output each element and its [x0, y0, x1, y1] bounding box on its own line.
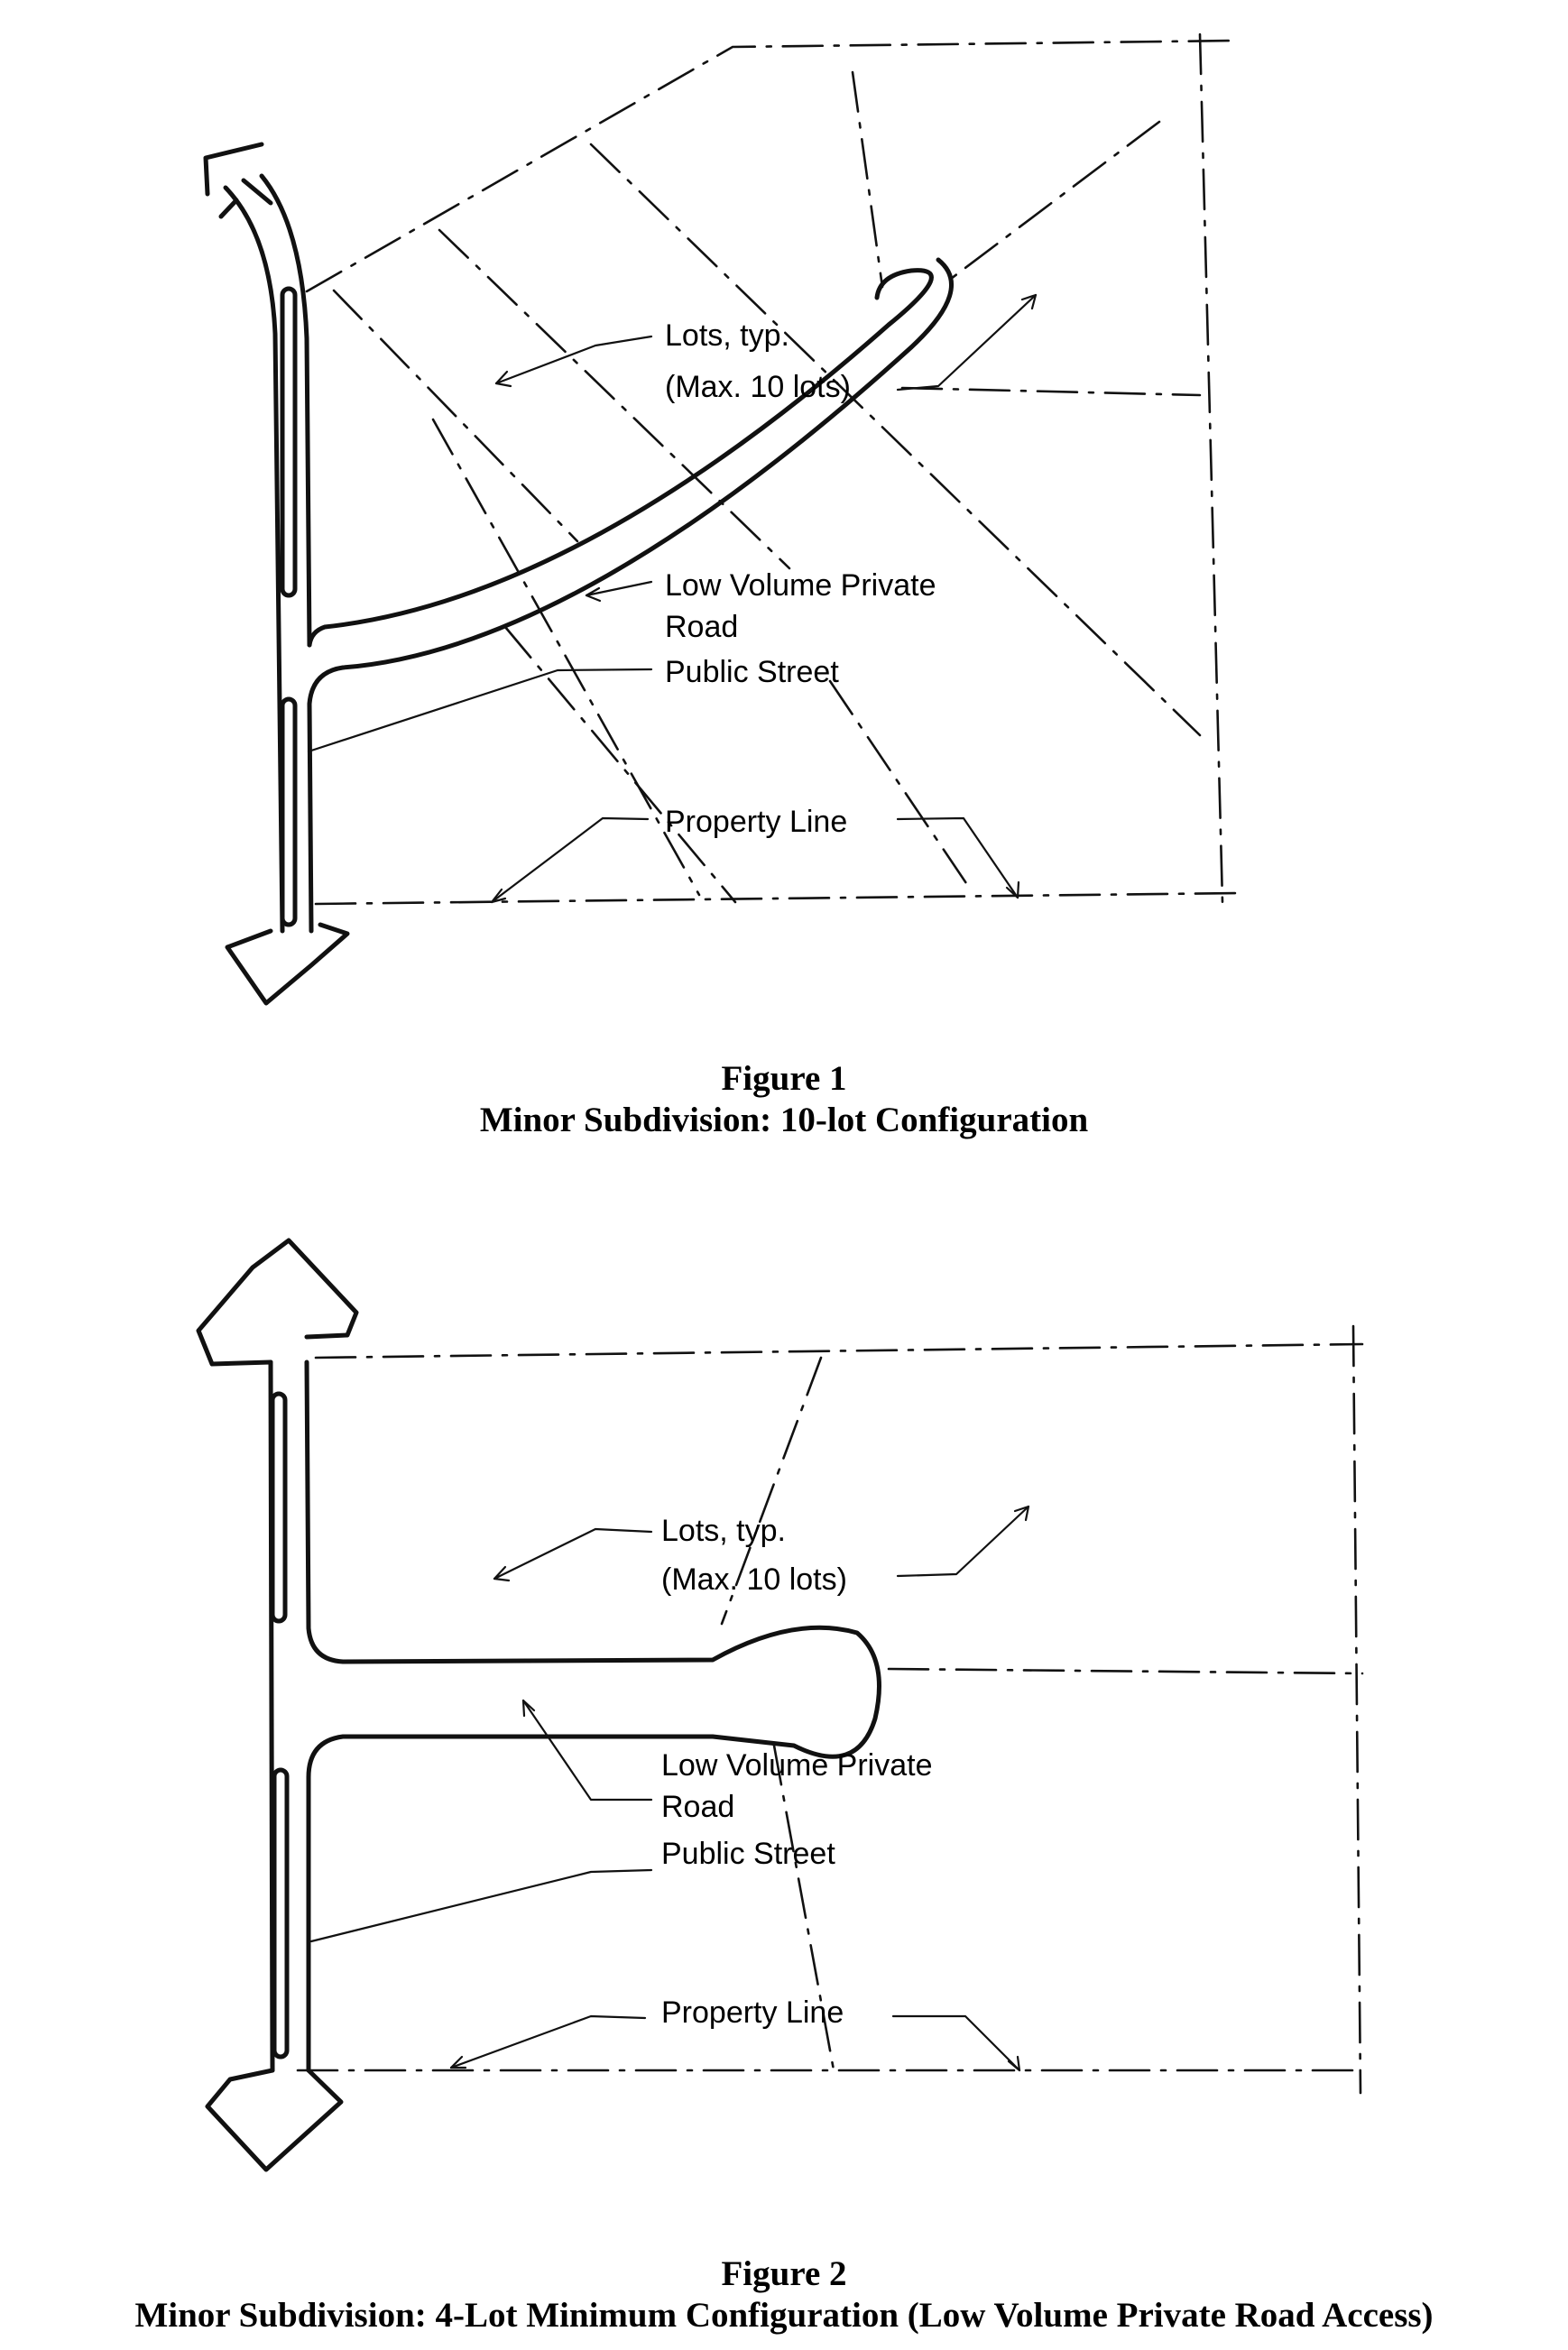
- figure-2-private-road-label-2: Road: [661, 1790, 734, 1824]
- figure-1-lot-lines: [332, 70, 1202, 904]
- figure-2-public-street: [196, 1238, 881, 2172]
- figure-1-sketch: Lots, typ. (Max. 10 lots) Low Volume Pri…: [203, 32, 1238, 1006]
- figure-1-max-lots-label: (Max. 10 lots): [665, 370, 851, 404]
- figure-1-private-road-label-1: Low Volume Private: [665, 568, 936, 603]
- figure-1-callout-leaders: [307, 293, 1038, 904]
- figure-1-private-road-label-2: Road: [665, 610, 738, 644]
- figure-1-caption: Figure 1 Minor Subdivision: 10-lot Confi…: [0, 1058, 1568, 1141]
- figure-1-property-line-label: Property Line: [665, 805, 847, 839]
- figure-2-lot-lines: [720, 1356, 1364, 2077]
- figure-1-number: Figure 1: [721, 1059, 847, 1098]
- figure-2-public-street-label: Public Street: [661, 1837, 835, 1871]
- figure-1-title: Minor Subdivision: 10-lot Configuration: [479, 1101, 1089, 1139]
- figure-2-max-lots-label: (Max. 10 lots): [661, 1562, 847, 1597]
- figure-2-private-road-label-1: Low Volume Private: [661, 1748, 933, 1783]
- figure-1-property-lines: [305, 32, 1238, 906]
- figure-1-lots-label: Lots, typ.: [665, 318, 789, 353]
- figure-2-number: Figure 2: [721, 2254, 847, 2293]
- figure-2-caption: Figure 2 Minor Subdivision: 4-Lot Minimu…: [0, 2253, 1568, 2336]
- figure-2-callout-leaders: [309, 1505, 1030, 2072]
- figure-2-property-lines: [296, 1324, 1364, 2095]
- figure-2-sketch: Lots, typ. (Max. 10 lots) Low Volume Pri…: [196, 1238, 1364, 2172]
- figure-1-public-street: [203, 142, 954, 1006]
- figure-2-lots-label: Lots, typ.: [661, 1514, 786, 1548]
- figure-1-public-street-label: Public Street: [665, 655, 839, 689]
- figure-2-title: Minor Subdivision: 4-Lot Minimum Configu…: [134, 2296, 1434, 2335]
- figure-2-property-line-label: Property Line: [661, 1995, 844, 2030]
